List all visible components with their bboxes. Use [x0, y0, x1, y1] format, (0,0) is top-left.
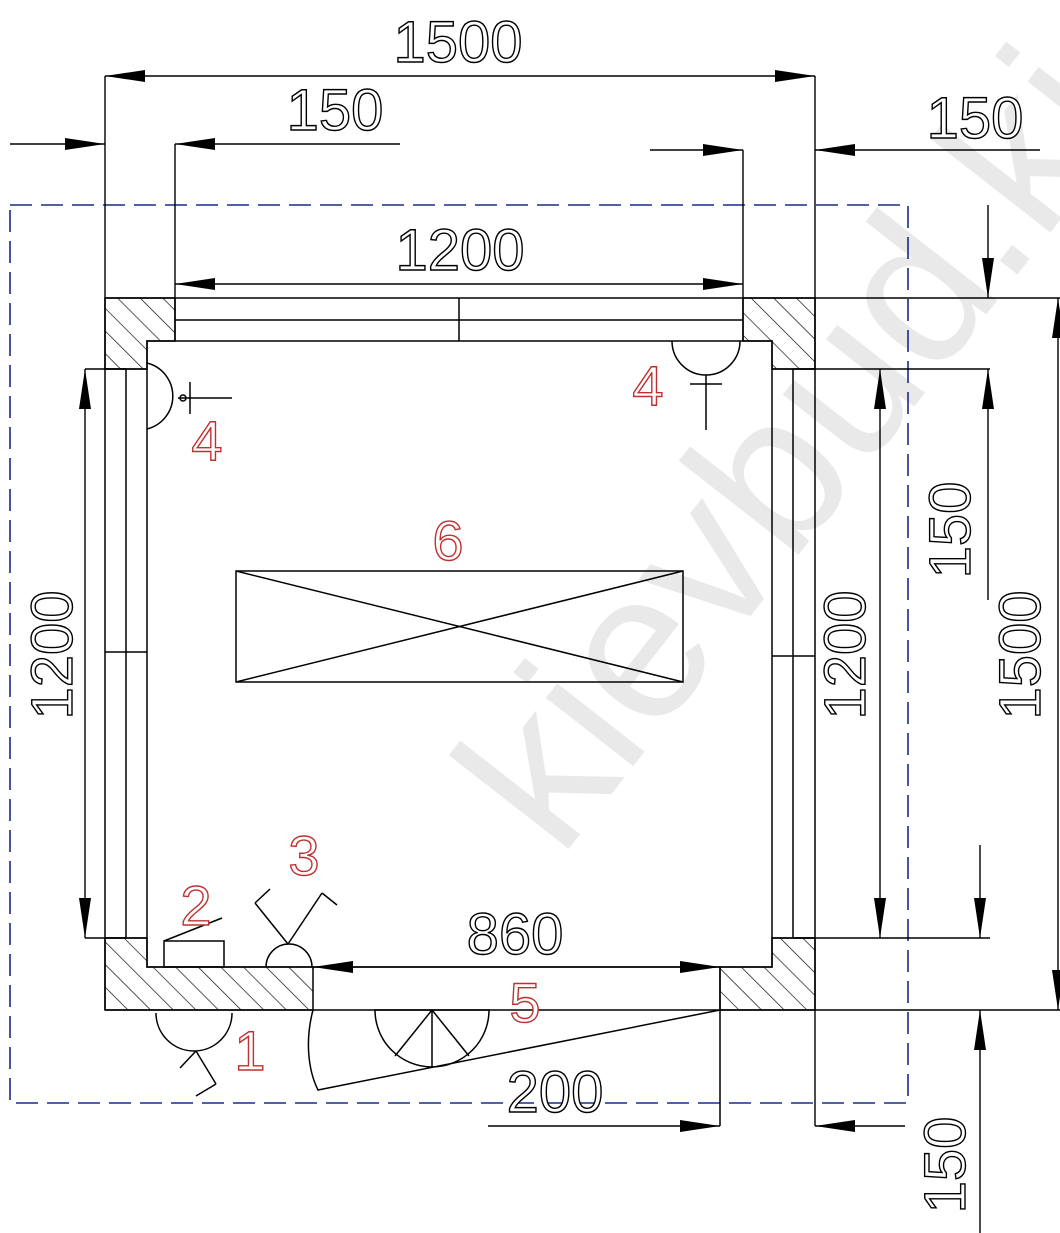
- shaft-outline: [9, 204, 909, 1104]
- callout-6: 6: [432, 509, 463, 572]
- callout-5: 5: [509, 971, 540, 1034]
- light-fixture-left: [146, 362, 232, 430]
- callout-4-left: 4: [191, 409, 222, 472]
- dim-right-cabin-depth: 1200: [813, 590, 878, 719]
- callout-3: 3: [288, 824, 319, 887]
- dim-left-cabin-depth: 1200: [20, 590, 85, 719]
- call-button-1: [155, 1012, 233, 1097]
- ceiling-hatch-6: [235, 570, 684, 683]
- item-callouts: 1 2 3 4 4 5 6: [180, 353, 665, 1082]
- dim-right-overall-depth: 1500: [988, 590, 1053, 719]
- dim-right-top-offset: 150: [918, 482, 983, 579]
- dim-right-bottom-offset: 150: [913, 1117, 978, 1214]
- dim-top-overall: 1500: [393, 10, 522, 75]
- dimension-lines: [10, 70, 1060, 1233]
- light-fixture-right: [671, 340, 741, 430]
- dim-top-left-offset: 150: [287, 78, 384, 143]
- dim-top-right-offset: 150: [927, 86, 1024, 151]
- dim-door-width: 860: [467, 902, 564, 967]
- control-panel-2: [163, 917, 225, 968]
- dimension-labels: 1500 150 150 1200 1200 1200 1500 150 150…: [19, 9, 1053, 1214]
- callout-1: 1: [234, 1019, 265, 1082]
- callout-4-right: 4: [632, 354, 663, 417]
- dim-cabin-width: 1200: [395, 218, 524, 283]
- cabin-walls: [105, 298, 815, 968]
- sensor-3: [254, 888, 338, 968]
- dim-bottom-offset: 200: [507, 1060, 604, 1125]
- door-indicator-5: [307, 967, 721, 1126]
- callout-2: 2: [180, 874, 211, 937]
